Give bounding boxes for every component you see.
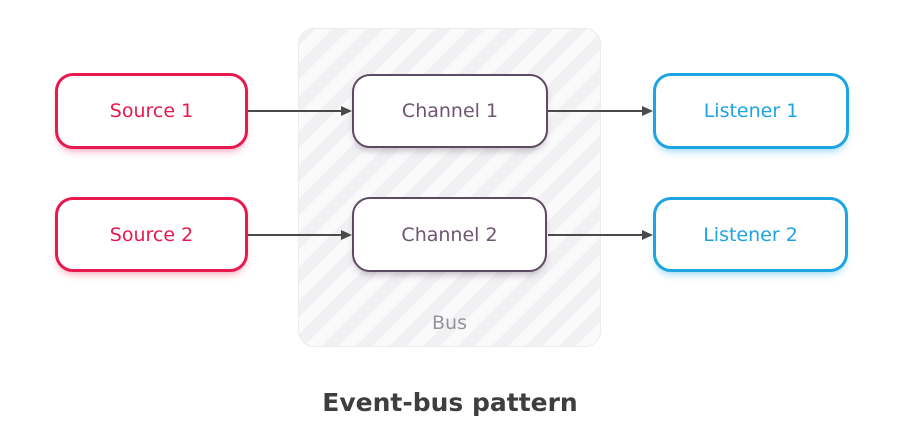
node-channel-1: Channel 1 bbox=[352, 74, 548, 148]
arrowhead-icon bbox=[642, 106, 653, 116]
node-channel-2: Channel 2 bbox=[352, 197, 547, 272]
arrow-channel2-to-listener2 bbox=[548, 229, 653, 241]
arrow-channel1-to-listener1 bbox=[548, 105, 653, 117]
diagram-title: Event-bus pattern bbox=[322, 388, 578, 417]
arrowhead-icon bbox=[341, 106, 352, 116]
node-listener-2-label: Listener 2 bbox=[703, 223, 798, 246]
arrow-source2-to-channel2 bbox=[248, 229, 352, 241]
arrow-line bbox=[248, 110, 341, 112]
arrowhead-icon bbox=[341, 230, 352, 240]
node-listener-1-label: Listener 1 bbox=[703, 100, 799, 122]
arrow-source1-to-channel1 bbox=[248, 105, 352, 117]
arrowhead-icon bbox=[642, 230, 653, 240]
arrow-line bbox=[548, 110, 642, 112]
node-channel-1-label: Channel 1 bbox=[401, 100, 499, 122]
node-channel-2-label: Channel 2 bbox=[401, 223, 498, 246]
bus-label: Bus bbox=[432, 312, 467, 334]
arrow-line bbox=[248, 234, 341, 236]
arrow-line bbox=[548, 234, 642, 236]
node-listener-1: Listener 1 bbox=[653, 73, 849, 149]
node-source-2-label: Source 2 bbox=[109, 223, 194, 246]
node-source-2: Source 2 bbox=[55, 197, 248, 272]
node-listener-2: Listener 2 bbox=[653, 197, 848, 272]
node-source-1-label: Source 1 bbox=[109, 100, 194, 122]
node-source-1: Source 1 bbox=[55, 73, 248, 149]
